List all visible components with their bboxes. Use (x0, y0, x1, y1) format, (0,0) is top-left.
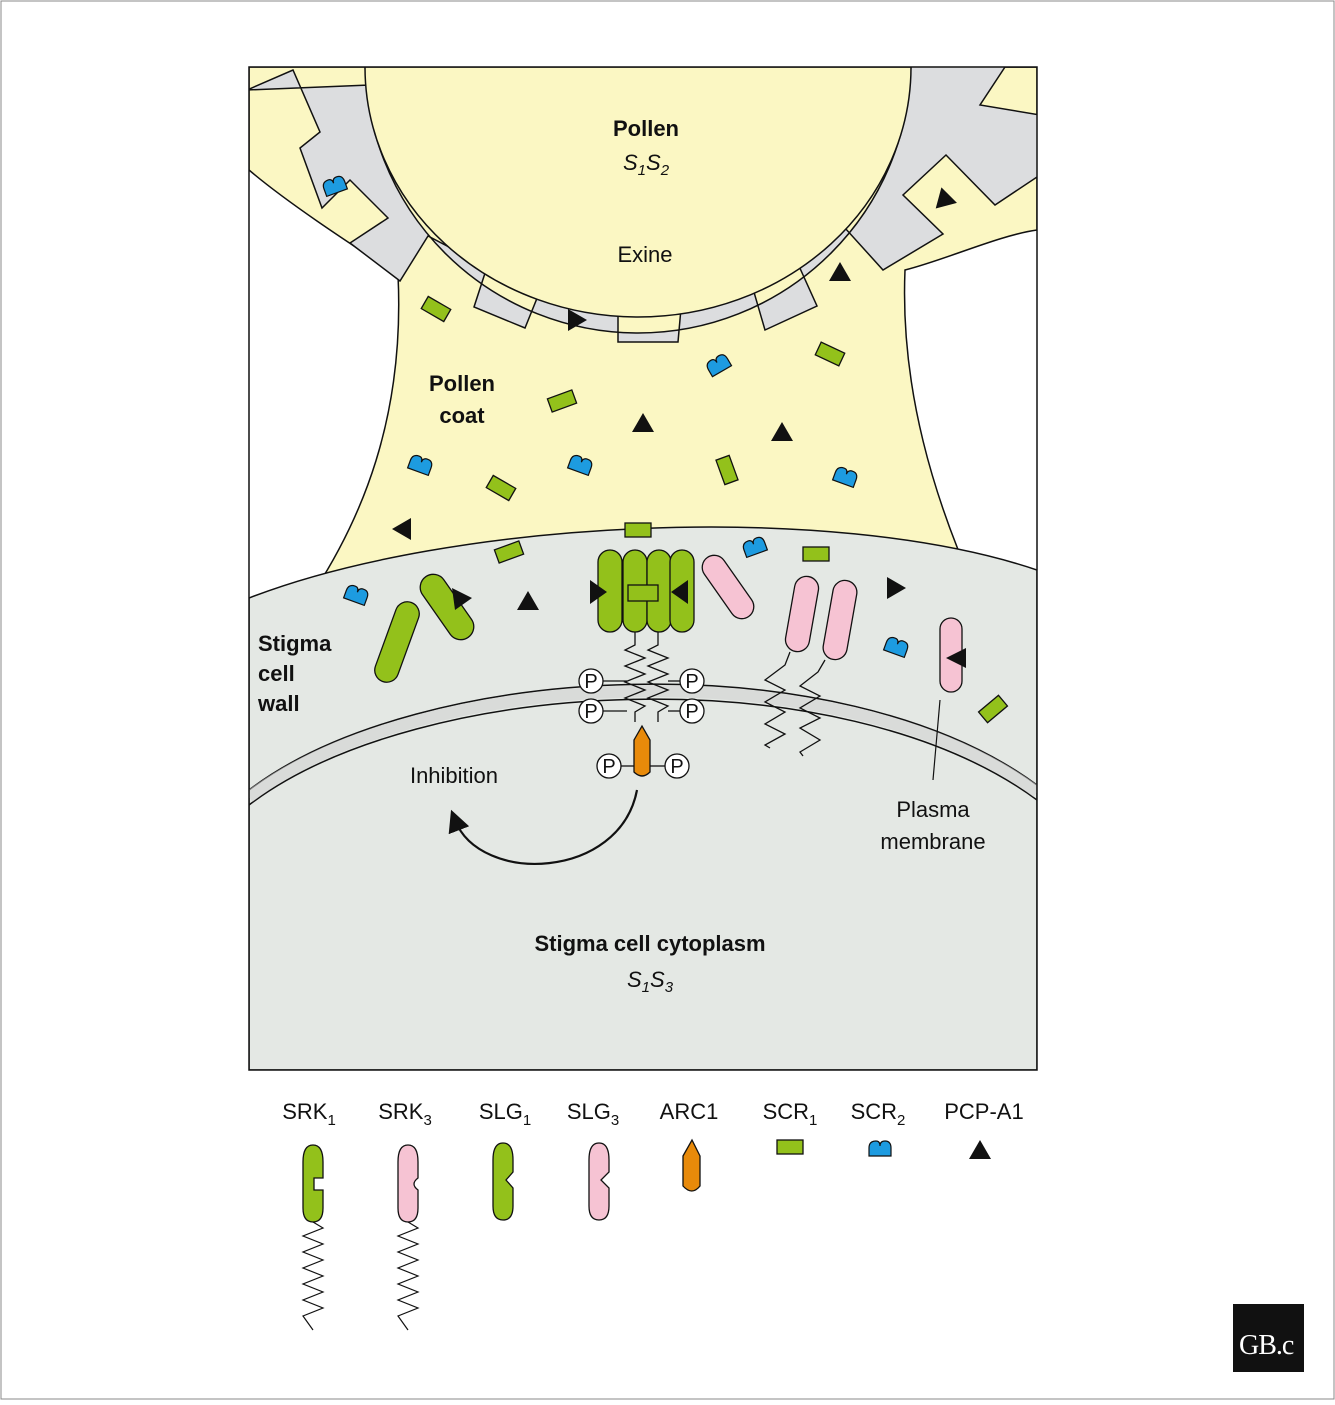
scr1-icon (625, 523, 651, 537)
slg1-legend-icon (493, 1143, 513, 1220)
srk1-legend-icon (303, 1145, 323, 1222)
legend-label: SCR1 (763, 1099, 818, 1129)
phosphate-label: P (670, 756, 683, 778)
scr2-icon (869, 1141, 891, 1156)
phosphate-label: P (584, 671, 597, 693)
stigma-wall-label-2: cell (258, 661, 295, 686)
legend-label: SLG1 (479, 1099, 531, 1129)
scr1-icon (777, 1140, 803, 1154)
legend-label: PCP-A1 (944, 1099, 1023, 1124)
exine-label: Exine (617, 242, 672, 267)
logo: GB.c (1233, 1304, 1304, 1372)
legend-label: ARC1 (660, 1099, 719, 1124)
kinase-domain-icon (303, 1222, 323, 1330)
pcp-a1-icon (969, 1140, 991, 1159)
cytoplasm-label: Stigma cell cytoplasm (534, 931, 765, 956)
legend-label: SRK3 (378, 1099, 432, 1129)
stigma-wall-label-3: wall (257, 691, 300, 716)
legend-label: SCR2 (851, 1099, 906, 1129)
inhibition-label: Inhibition (410, 763, 498, 788)
arc1-legend-icon (683, 1140, 700, 1191)
plasma-membrane-label-2: membrane (880, 829, 985, 854)
scr1-icon (803, 547, 829, 561)
phosphate-label: P (584, 701, 597, 723)
phosphate-label: P (602, 756, 615, 778)
legend-label: SLG3 (567, 1099, 619, 1129)
legend: SRK1 SRK3 SLG1 SLG3 ARC1 SCR1 SCR2 PCP-A1 (282, 1099, 1024, 1330)
kinase-domain-icon (398, 1222, 418, 1330)
plasma-membrane-label-1: Plasma (896, 797, 970, 822)
phosphate-label: P (685, 671, 698, 693)
pollen-coat-label-1: Pollen (429, 371, 495, 396)
pollen-label: Pollen (613, 116, 679, 141)
slg3-legend-icon (589, 1143, 609, 1220)
legend-label: SRK1 (282, 1099, 336, 1129)
srk3-legend-icon (398, 1145, 418, 1222)
pollen-coat-label-2: coat (439, 403, 485, 428)
stigma-wall-label-1: Stigma (258, 631, 332, 656)
phosphate-label: P (685, 701, 698, 723)
